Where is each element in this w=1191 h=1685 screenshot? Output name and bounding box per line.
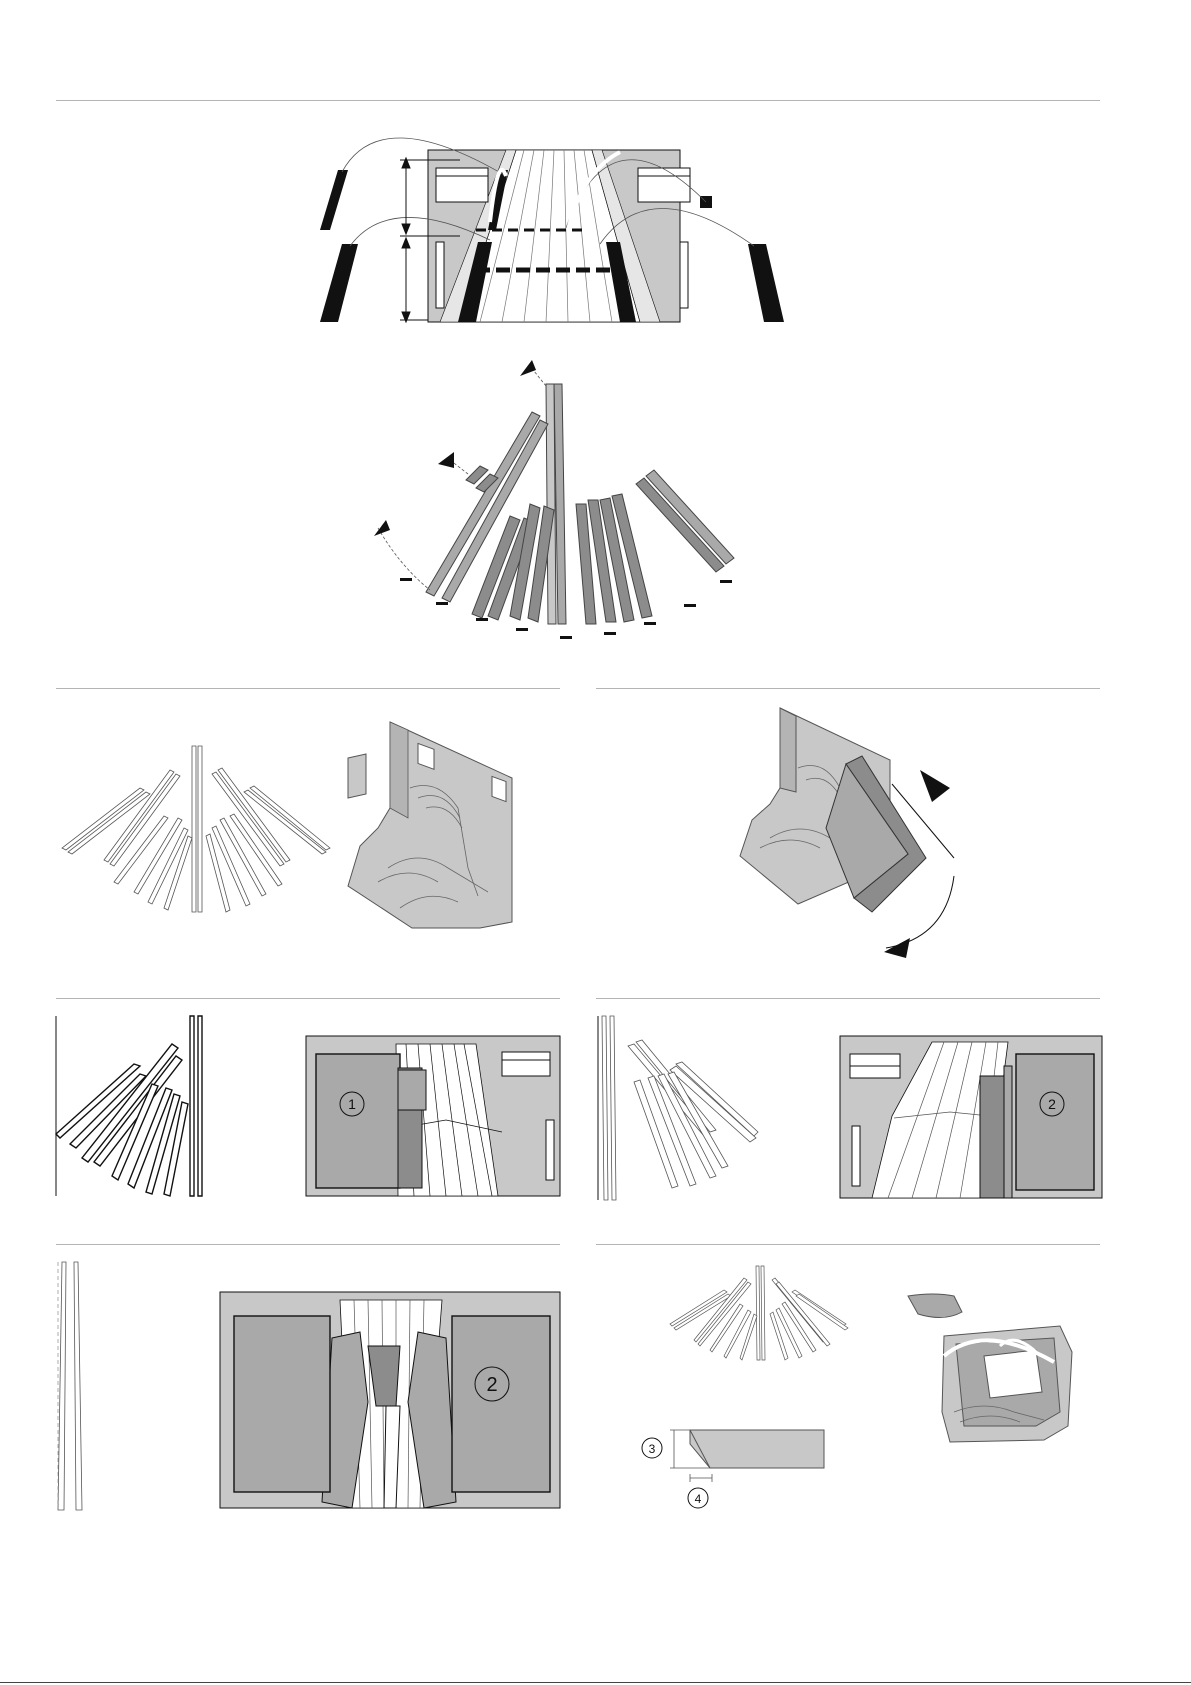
support-left-upper xyxy=(320,170,348,230)
outline-board-fan-step4 xyxy=(668,1262,848,1362)
callout-label-2-large: 2 xyxy=(486,1374,497,1396)
isometric-cutaway-step4 xyxy=(904,1292,1080,1444)
board-fan-diagram xyxy=(360,356,740,652)
section-rule-left-3 xyxy=(56,1244,560,1245)
rotating-bench-diagram xyxy=(740,708,970,958)
section-rule-right-1 xyxy=(596,688,1100,689)
section-rule-left-2 xyxy=(56,998,560,999)
bottom-rule xyxy=(0,1682,1191,1683)
callout-label-2: 2 xyxy=(1048,1096,1056,1112)
narrow-boards-step3 xyxy=(56,1262,86,1510)
bench-panel-1 xyxy=(316,1054,400,1188)
bench-panel-left xyxy=(234,1316,330,1492)
support-right-lower xyxy=(748,244,784,322)
room-elevation-diagram xyxy=(320,112,840,332)
dimension-detail: 3 4 xyxy=(640,1424,840,1510)
callout-label-4: 4 xyxy=(695,1492,702,1506)
bench-panel-right xyxy=(452,1316,550,1492)
outline-board-fan-small xyxy=(60,744,330,914)
board-profile xyxy=(690,1430,824,1468)
section-rule-right-2 xyxy=(596,998,1100,999)
window-left xyxy=(436,168,488,202)
fan-boards xyxy=(426,384,734,624)
callout-label-3: 3 xyxy=(649,1442,656,1456)
bench-panel-2 xyxy=(1016,1054,1094,1190)
plan-view-step3: 2 xyxy=(220,1292,560,1508)
callout-label-1: 1 xyxy=(348,1096,356,1112)
section-rule-right-3 xyxy=(596,1244,1100,1245)
isometric-room-shell xyxy=(348,718,516,928)
support-left-lower xyxy=(320,244,358,322)
arrow-up xyxy=(920,770,950,802)
top-rule xyxy=(56,100,1100,101)
outline-board-fan-left-step1 xyxy=(56,1016,212,1196)
window-right xyxy=(638,168,690,202)
plan-view-step2: 2 xyxy=(840,1036,1102,1198)
loose-bench-piece xyxy=(908,1294,962,1318)
outline-board-fan-right-step2 xyxy=(598,1016,758,1200)
plan-view-step1: 1 xyxy=(306,1036,560,1196)
section-rule-left-1 xyxy=(56,688,560,689)
